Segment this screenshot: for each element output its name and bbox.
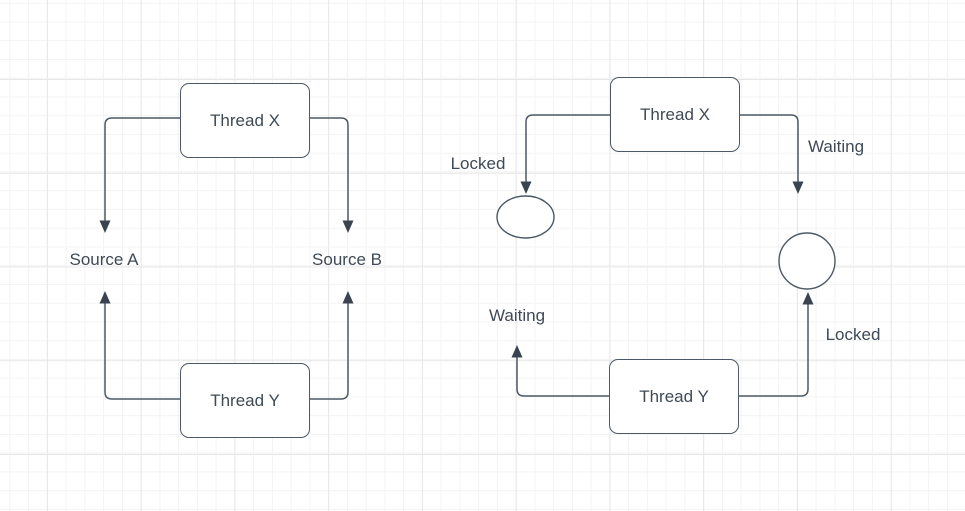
node-thread-y-left[interactable]: Thread Y — [180, 363, 310, 438]
node-thread-x-left[interactable]: Thread X — [180, 83, 310, 158]
arrowhead-down-icon — [99, 220, 111, 233]
edge-label-waiting-threadx[interactable]: Waiting — [807, 137, 865, 156]
connector-thready-waiting[interactable] — [511, 345, 610, 397]
node-thread-x-right[interactable]: Thread X — [610, 77, 740, 152]
node-label: Thread Y — [210, 390, 280, 410]
edge-label-locked-thready[interactable]: Locked — [825, 325, 881, 344]
arrowhead-down-icon — [342, 220, 354, 233]
connector-thready-to-sourcea[interactable] — [99, 291, 181, 400]
arrowhead-up-icon — [342, 291, 354, 304]
label-source-a[interactable]: Source A — [69, 250, 139, 269]
resource-node-ellipse[interactable] — [496, 195, 555, 239]
edge-label-locked-threadx[interactable]: Locked — [450, 154, 506, 173]
node-thread-y-right[interactable]: Thread Y — [609, 359, 739, 434]
label-source-b[interactable]: Source B — [312, 250, 382, 269]
arrowhead-up-icon — [511, 345, 523, 358]
connector-thready-to-sourceb[interactable] — [310, 291, 354, 400]
arrowhead-down-icon — [520, 181, 532, 194]
connector-thready-locked[interactable] — [739, 292, 814, 397]
node-label: Thread X — [210, 110, 280, 130]
node-label: Thread Y — [639, 386, 709, 406]
resource-node-circle[interactable] — [778, 232, 836, 290]
arrowhead-up-icon — [802, 292, 814, 305]
node-label: Thread X — [640, 104, 710, 124]
arrowhead-up-icon — [99, 291, 111, 304]
connector-threadx-locked[interactable] — [520, 114, 611, 194]
connector-threadx-waiting[interactable] — [739, 114, 804, 194]
connector-threadx-to-sourcea[interactable] — [99, 117, 181, 233]
arrowhead-down-icon — [792, 181, 804, 194]
edge-label-waiting-thready[interactable]: Waiting — [488, 306, 546, 325]
connector-threadx-to-sourceb[interactable] — [310, 117, 354, 233]
